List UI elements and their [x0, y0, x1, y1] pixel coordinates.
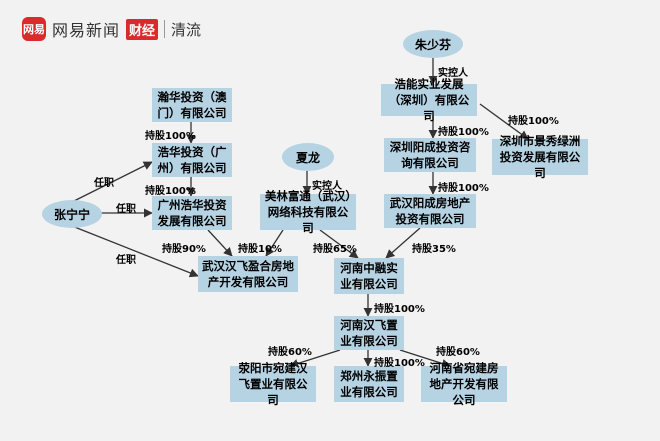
person-zhang-ningning: 张宁宁	[42, 200, 102, 228]
edge-hanfei-xingyang	[289, 349, 341, 368]
netease-logo-icon: 网易	[22, 17, 46, 41]
company-haoneng-shenzhen: 浩能实业发展（深圳）有限公司	[381, 77, 477, 123]
label-share-sz-wuhanyc: 持股100%	[438, 183, 489, 194]
label-share-gz-wuhan: 持股90%	[162, 244, 206, 255]
edge-zhang-haohua	[71, 161, 153, 203]
person-zhu-shaofen: 朱少芬	[403, 30, 463, 58]
edge-meilin-henan	[319, 229, 359, 259]
company-zhengzhou-yongzhen: 郑州永振置业有限公司	[334, 366, 404, 402]
brand-divider	[164, 20, 166, 38]
company-hanhua-macau: 瀚华投资（澳门）有限公司	[152, 88, 232, 122]
label-share-hanfei-henanwj: 持股60%	[436, 347, 480, 358]
company-henan-wanjian: 河南省宛建房地产开发有限公司	[421, 361, 507, 407]
edge-gzhh-whyh	[207, 229, 233, 257]
edge-hanfei-henanwj	[399, 349, 451, 368]
label-role-1: 任职	[94, 178, 114, 189]
label-share-hanfei-zhengzhou: 持股100%	[374, 358, 425, 369]
edge-haoneng-jingxiu	[479, 103, 529, 140]
company-meilin-futong: 美林富通（武汉）网络科技有限公司	[260, 189, 356, 235]
company-wuhan-hanfei-yinghe: 武汉汉飞盈合房地产开发有限公司	[198, 256, 298, 292]
person-xia-long: 夏龙	[282, 143, 334, 171]
company-henan-hanfei: 河南汉飞置业有限公司	[334, 316, 404, 350]
label-share-haohua-gz: 持股100%	[145, 186, 196, 197]
company-guangzhou-haohua: 广州浩华投资发展有限公司	[152, 196, 232, 230]
brand-name: 网易新闻	[52, 21, 121, 40]
label-control-xia: 实控人	[312, 181, 342, 192]
label-share-meilin-wuhan: 持股10%	[238, 244, 282, 255]
label-share-wuhanyc-henan: 持股35%	[412, 244, 456, 255]
label-control-zhu: 实控人	[438, 68, 468, 79]
brand-subtitle: 清流	[171, 20, 202, 39]
label-share-henan-hanfei: 持股100%	[374, 304, 425, 315]
company-shenzhen-jingxiu: 深圳市景秀绿洲投资发展有限公司	[492, 134, 588, 180]
label-role-3: 任职	[116, 255, 136, 266]
company-henan-zhongrong: 河南中融实业有限公司	[334, 258, 404, 294]
brand-header: 网易 网易新闻 财经 清流	[22, 16, 201, 42]
label-share-meilin-henan: 持股65%	[313, 244, 357, 255]
brand-tag: 财经	[126, 18, 159, 40]
company-haohua-guangzhou: 浩华投资（广州）有限公司	[152, 143, 232, 177]
label-share-hanfei-xingyang: 持股60%	[268, 347, 312, 358]
edge-meilin-whyh	[265, 229, 284, 257]
label-share-hanhua-haohua: 持股100%	[145, 131, 196, 142]
label-role-2: 任职	[116, 204, 136, 215]
label-share-haoneng-jingxiu: 持股100%	[508, 116, 559, 127]
company-shenzhen-yangcheng: 深圳阳成投资咨询有限公司	[384, 138, 476, 172]
edge-whyc-henan	[385, 227, 421, 259]
label-share-haoneng-sz: 持股100%	[438, 127, 489, 138]
edge-zhang-whyh	[71, 225, 199, 278]
company-wuhan-yangcheng: 武汉阳成房地产投资有限公司	[384, 194, 476, 228]
company-xingyang-wanjian: 荥阳市宛建汉飞置业有限公司	[230, 361, 316, 407]
